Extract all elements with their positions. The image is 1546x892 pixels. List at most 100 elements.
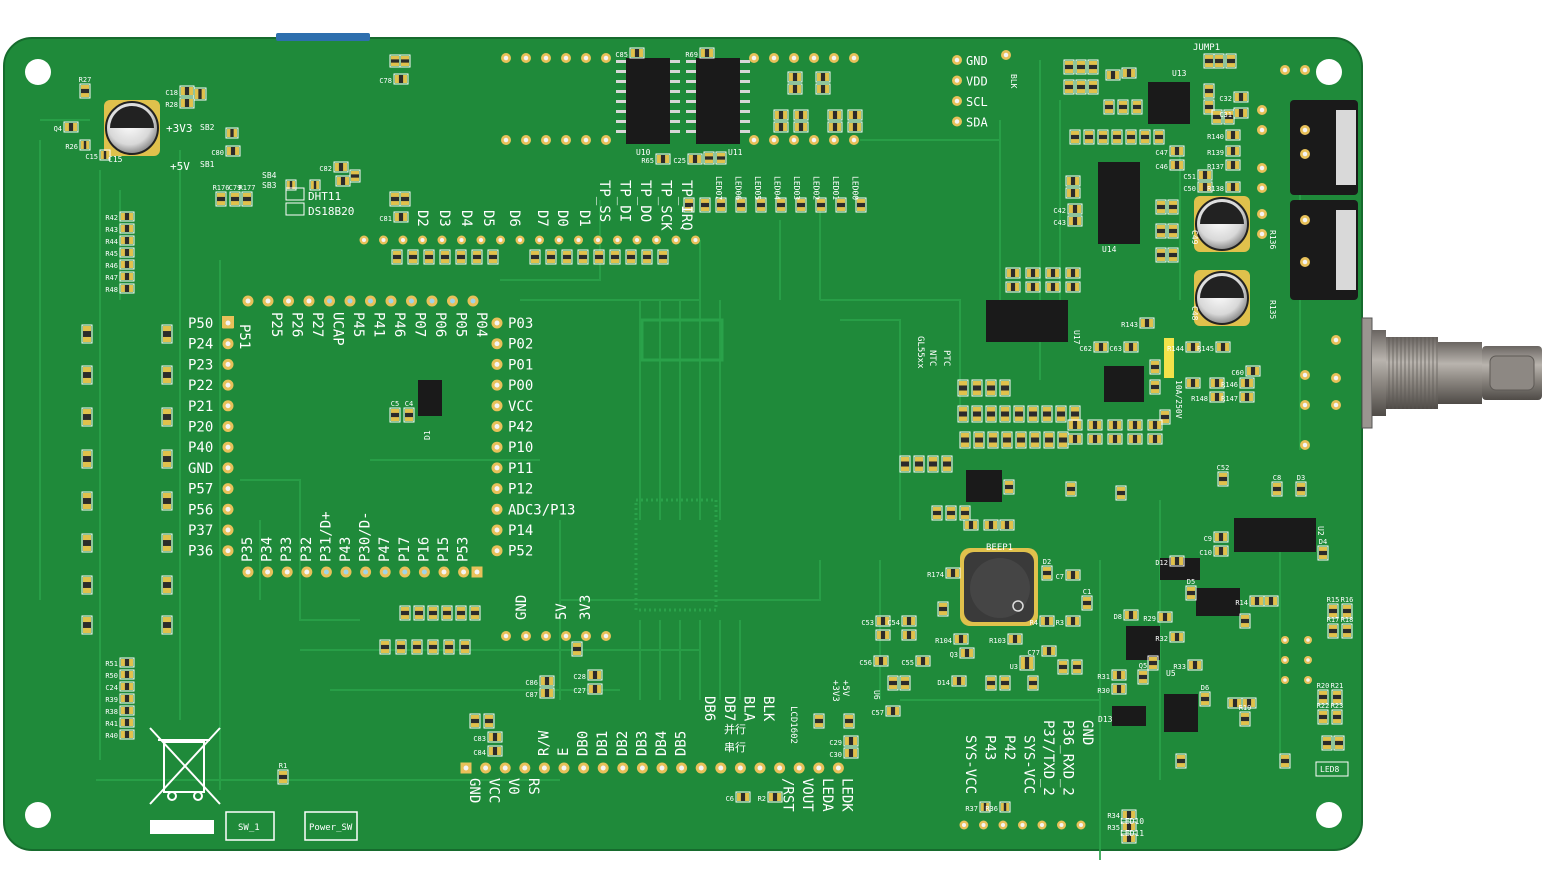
round-pad xyxy=(601,53,611,63)
smd-component xyxy=(843,735,859,747)
pin-label-right: P01 xyxy=(508,357,533,373)
round-pad xyxy=(501,135,511,145)
round-pad xyxy=(1300,440,1310,450)
refdes-label: R37 xyxy=(965,805,978,813)
smd-component xyxy=(427,639,439,655)
data-pin-label: D6 xyxy=(506,210,522,227)
refdes-label: C78 xyxy=(379,77,392,85)
smd-component xyxy=(1169,631,1185,643)
pin-label-top: P27 xyxy=(309,312,325,337)
pin-label-left: P22 xyxy=(188,378,213,394)
smd-component xyxy=(529,249,541,265)
pin-label-top: P04 xyxy=(473,312,489,337)
round-pad xyxy=(652,235,661,245)
round-pad xyxy=(574,235,583,245)
smd-component xyxy=(1029,431,1041,449)
smd-component xyxy=(1013,405,1025,423)
smd-component xyxy=(119,693,135,704)
round-pad xyxy=(1037,820,1047,830)
refdes-label: C79 xyxy=(229,184,242,192)
smd-component xyxy=(309,179,321,191)
smd-component xyxy=(1063,59,1075,75)
smd-component xyxy=(1121,833,1137,844)
refdes-label: C15 xyxy=(85,153,98,161)
smd-component xyxy=(443,639,455,655)
refdes-label: U14 xyxy=(1102,245,1117,254)
lcd-5v: +5V xyxy=(840,680,850,697)
refdes-label: R23 xyxy=(1331,702,1344,710)
pin-label-top: UCAP xyxy=(330,312,346,346)
round-pad xyxy=(617,762,629,774)
smd-component xyxy=(979,801,991,813)
ptc-label: PTC xyxy=(941,350,951,366)
smd-component xyxy=(1225,145,1241,157)
smd-component xyxy=(937,601,949,617)
lcd-pin-label: E xyxy=(556,748,572,756)
smd-component xyxy=(1225,159,1241,171)
round-pad xyxy=(379,566,391,578)
smd-component xyxy=(119,271,135,282)
smd-component xyxy=(773,109,789,121)
i2c-pin-label: GND xyxy=(966,54,988,68)
round-pad xyxy=(793,762,805,774)
smd-component xyxy=(1027,405,1039,423)
round-pad xyxy=(749,53,759,63)
smd-component xyxy=(1123,609,1139,621)
refdes-label: D8 xyxy=(1114,613,1122,621)
smd-component xyxy=(1327,603,1339,619)
refdes-label: D14 xyxy=(937,679,950,687)
jump1-label: JUMP1 xyxy=(1193,43,1220,53)
refdes-label: U5 xyxy=(1166,669,1176,678)
smd-component xyxy=(403,407,415,423)
round-pad xyxy=(1280,65,1290,75)
lcd-pin-label: VOUT xyxy=(799,778,815,812)
refdes-label: R28 xyxy=(165,101,178,109)
smd-component xyxy=(1147,419,1163,431)
serial-pin-label: SYS-VCC xyxy=(962,735,978,794)
smd-component xyxy=(81,407,93,427)
smd-component xyxy=(1157,611,1173,623)
round-pad xyxy=(632,235,642,245)
round-pad xyxy=(385,295,397,307)
lcd-pin-label: /RST xyxy=(780,778,796,812)
refdes-label: C27 xyxy=(573,687,586,695)
smd-component xyxy=(1185,341,1201,353)
smd-component xyxy=(161,615,173,635)
pin-label-top: P46 xyxy=(391,312,407,337)
round-pad xyxy=(222,421,234,432)
smd-component xyxy=(1327,623,1339,639)
smd-component xyxy=(815,197,827,213)
smd-component xyxy=(1065,569,1081,581)
round-pad xyxy=(491,400,503,412)
smd-component xyxy=(951,675,967,687)
round-pad xyxy=(283,295,294,307)
smd-component xyxy=(119,247,135,258)
smd-component xyxy=(161,533,173,553)
round-pad xyxy=(303,295,315,307)
led8-label: LED8 xyxy=(1320,765,1339,774)
via-grid xyxy=(634,318,724,612)
refdes-label: D13 xyxy=(1098,715,1113,724)
round-pad xyxy=(521,631,531,641)
mid-power-label: 5V xyxy=(554,603,570,620)
smd-component xyxy=(827,121,843,133)
refdes-label: C85 xyxy=(615,51,628,59)
smd-component xyxy=(775,197,787,213)
smd-component xyxy=(1295,481,1307,497)
smd-component xyxy=(1333,735,1345,751)
smd-component xyxy=(629,47,645,59)
refdes-label: U10 xyxy=(636,148,651,157)
pin-label-bottom: P34 xyxy=(260,537,276,562)
refdes-label: R41 xyxy=(105,720,118,728)
refdes-label: R39 xyxy=(105,696,118,704)
smd-component xyxy=(1117,99,1129,115)
lcd-pin-label: R/W xyxy=(536,730,552,756)
refdes-label: C51 xyxy=(1183,173,1196,181)
smd-component xyxy=(715,151,727,165)
smd-component xyxy=(63,121,79,133)
round-pad xyxy=(558,762,570,774)
round-pad xyxy=(359,235,369,245)
round-pad xyxy=(1257,105,1267,115)
smd-component xyxy=(399,191,411,207)
smd-component xyxy=(81,449,93,469)
